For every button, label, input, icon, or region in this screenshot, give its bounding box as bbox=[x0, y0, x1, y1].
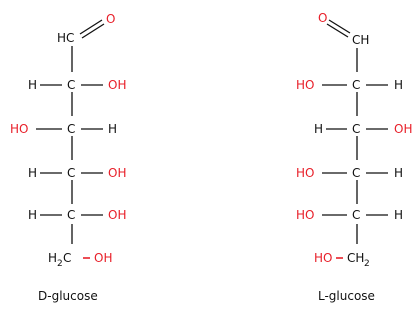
d-row2-carbon: C bbox=[67, 122, 75, 136]
l-glucose-caption: L-glucose bbox=[318, 289, 375, 303]
l-row2-carbon: C bbox=[352, 122, 360, 136]
d-row1-left: H bbox=[28, 78, 37, 92]
d-double-bond-line-2 bbox=[81, 23, 105, 39]
d-glucose-structure: HC O H C OH HO C H H C OH H C OH bbox=[10, 12, 126, 303]
l-row4-right: H bbox=[394, 208, 403, 222]
l-bottom-hydroxyl: HO bbox=[314, 251, 332, 265]
l-row2-left: H bbox=[314, 122, 323, 136]
d-row3-carbon: C bbox=[67, 166, 75, 180]
l-row3-right: H bbox=[394, 166, 403, 180]
d-aldehyde-carbon: HC bbox=[57, 31, 74, 45]
l-glucose-structure: O CH HO C H H C OH HO C H HO C H bbox=[296, 11, 412, 303]
l-double-bond-line-1 bbox=[328, 19, 351, 34]
d-row1-carbon: C bbox=[67, 78, 75, 92]
d-bottom-subscript: 2 bbox=[57, 259, 63, 269]
l-row2-right: OH bbox=[394, 122, 412, 136]
l-row1-carbon: C bbox=[352, 78, 360, 92]
d-row3-left: H bbox=[28, 166, 37, 180]
d-row4-carbon: C bbox=[67, 208, 75, 222]
d-bottom-carbon: C bbox=[63, 251, 71, 265]
d-bottom-hydroxyl: OH bbox=[94, 251, 112, 265]
d-row2-left: HO bbox=[10, 122, 28, 136]
d-row4-left: H bbox=[28, 208, 37, 222]
d-bottom-hydrogen: H bbox=[48, 251, 57, 265]
l-row1-right: H bbox=[394, 78, 403, 92]
l-row1-left: HO bbox=[296, 78, 314, 92]
l-aldehyde-carbon: CH bbox=[352, 33, 369, 47]
d-row1-right: OH bbox=[108, 78, 126, 92]
l-double-bond-line-2 bbox=[326, 23, 349, 38]
d-aldehyde-oxygen: O bbox=[106, 12, 115, 26]
l-row3-left: HO bbox=[296, 166, 314, 180]
d-row4-right: OH bbox=[108, 208, 126, 222]
l-row4-carbon: C bbox=[352, 208, 360, 222]
d-row3-right: OH bbox=[108, 166, 126, 180]
l-aldehyde-oxygen: O bbox=[318, 11, 327, 25]
l-row4-left: HO bbox=[296, 208, 314, 222]
l-row3-carbon: C bbox=[352, 166, 360, 180]
d-row2-right: H bbox=[108, 122, 117, 136]
l-bottom-subscript: 2 bbox=[364, 259, 370, 269]
d-double-bond-line-1 bbox=[79, 19, 103, 35]
l-bottom-carbon: CH bbox=[347, 251, 364, 265]
d-glucose-caption: D-glucose bbox=[38, 289, 98, 303]
